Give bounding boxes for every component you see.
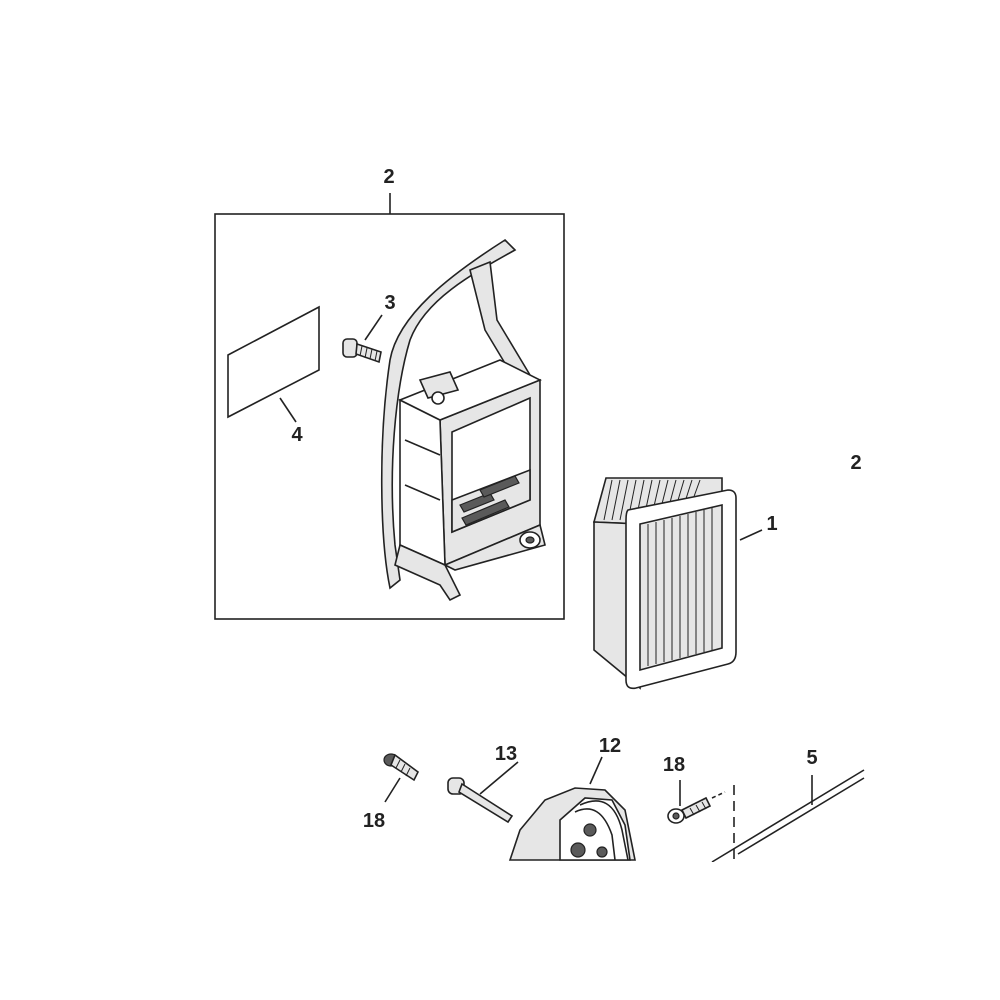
- callout-2-top: 2: [383, 166, 394, 188]
- callout-3: 3: [384, 292, 395, 314]
- filter-part-1: [592, 477, 763, 690]
- callout-13: 13: [495, 743, 517, 765]
- bottom-margin: [0, 862, 1000, 1000]
- plate-part-4: [227, 305, 320, 423]
- bolt-part-13: [447, 761, 519, 824]
- callout-12: 12: [599, 735, 621, 757]
- part-12: [508, 756, 636, 861]
- callout-2-right: 2: [850, 452, 861, 474]
- callout-5: 5: [806, 747, 817, 769]
- part-5: [711, 769, 865, 863]
- callout-4: 4: [291, 424, 303, 446]
- callout-18-left: 18: [363, 810, 385, 832]
- screw-part-18-left: [383, 753, 420, 803]
- filter-pleats-front: [647, 508, 713, 666]
- callout-18-right: 18: [663, 754, 685, 776]
- screw-part-18-right: [667, 780, 726, 824]
- kit-box-2: [214, 193, 565, 620]
- housing-part-2: [380, 238, 546, 602]
- screw-part-3: [342, 314, 383, 364]
- callout-1: 1: [766, 513, 777, 535]
